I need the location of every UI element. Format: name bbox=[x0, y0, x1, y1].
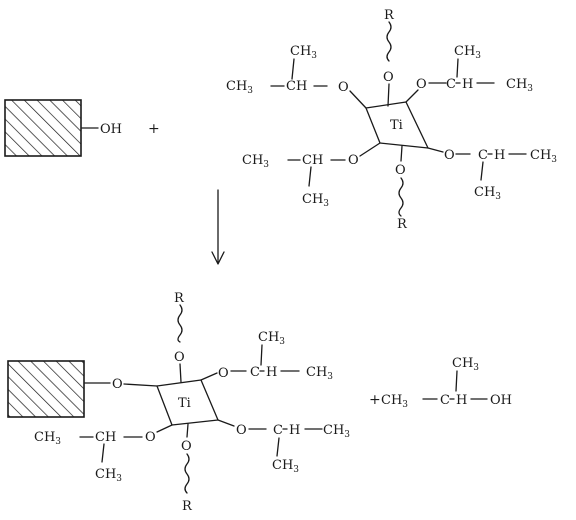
methine-ll: CH bbox=[302, 153, 323, 168]
bond-o-ti-product-top bbox=[179, 363, 182, 383]
bond-ti-o-bottom bbox=[400, 145, 403, 162]
titanium-alkoxide-reactant: Ti R O O R CH3 CH3 CH O O CH3 C H CH3 CH… bbox=[226, 8, 557, 232]
wavy-bond-product-bottom bbox=[184, 453, 190, 494]
bond-ring-o-plr bbox=[217, 419, 235, 427]
substrate-hatching bbox=[5, 100, 81, 156]
oxygen-plr: O bbox=[236, 423, 247, 438]
bond-ti-o-product-bottom bbox=[186, 423, 189, 438]
arrow-head-icon bbox=[211, 251, 225, 265]
bond-ring-o-lr bbox=[427, 147, 444, 153]
methyl-pll-left: CH3 bbox=[34, 430, 61, 447]
methyl-pur-upper: CH3 bbox=[258, 330, 285, 347]
hydrogen-plr: H bbox=[289, 423, 300, 438]
r-group-top: R bbox=[384, 8, 395, 23]
r-group-product-bottom: R bbox=[182, 499, 193, 514]
axial-oxygen-product-top: O bbox=[174, 350, 185, 365]
carbon-ur: C bbox=[446, 77, 456, 92]
methyl-ur-upper: CH3 bbox=[454, 44, 481, 61]
methyl-ur-right: CH3 bbox=[506, 77, 533, 94]
hydrogen-ipa: H bbox=[456, 393, 467, 408]
methyl-ul-left: CH3 bbox=[226, 79, 253, 96]
wavy-bond-product-top bbox=[177, 304, 183, 343]
bond-ul-vertical bbox=[291, 58, 295, 80]
bridging-oxygen: O bbox=[112, 377, 123, 392]
hydroxyl-ipa: OH bbox=[490, 393, 512, 408]
plus-sign-top: + bbox=[148, 121, 160, 137]
titanium-label-bottom: Ti bbox=[178, 396, 191, 411]
methyl-lr-lower: CH3 bbox=[474, 185, 501, 202]
oxygen-ll: O bbox=[348, 153, 359, 168]
hydrogen-pur: H bbox=[266, 365, 277, 380]
oxygen-pll: O bbox=[145, 430, 156, 445]
r-group-bottom: R bbox=[397, 217, 408, 232]
r-group-product-top: R bbox=[174, 291, 185, 306]
axial-oxygen-bottom: O bbox=[395, 163, 406, 178]
carbon-ipa: C bbox=[440, 393, 450, 408]
hydrogen-ur: H bbox=[462, 77, 473, 92]
carbon-plr: C bbox=[273, 423, 283, 438]
wavy-bond-top bbox=[386, 21, 392, 62]
axial-oxygen-product-bottom: O bbox=[181, 439, 192, 454]
bond-ring-o-pur bbox=[200, 372, 218, 381]
methine-pll: CH bbox=[95, 430, 116, 445]
carbon-lr: C bbox=[478, 148, 488, 163]
bond-ipa-vertical bbox=[455, 370, 458, 392]
methyl-lr-right: CH3 bbox=[530, 148, 557, 165]
methyl-plr-lower: CH3 bbox=[272, 458, 299, 475]
oxygen-pur: O bbox=[218, 366, 229, 381]
hydrogen-lr: H bbox=[494, 148, 505, 163]
methyl-plr-right: CH3 bbox=[323, 423, 350, 440]
oxygen-ur: O bbox=[416, 77, 427, 92]
bond-ring-o-ur bbox=[405, 89, 419, 103]
methine-ul: CH bbox=[286, 79, 307, 94]
methyl-pur-right: CH3 bbox=[306, 365, 333, 382]
substrate-hatching-product bbox=[8, 361, 84, 417]
methyl-ipa-upper: CH3 bbox=[452, 356, 479, 373]
bond-o-ti-top bbox=[387, 83, 390, 107]
methyl-ipa-left: CH3 bbox=[381, 393, 408, 410]
surface-hydroxyl-label: OH bbox=[100, 122, 122, 137]
titanium-label-top: Ti bbox=[390, 118, 403, 133]
axial-oxygen-top: O bbox=[383, 70, 394, 85]
grafted-titanium-product: O Ti R O O R O CH3 C H CH3 CH3 CH O CH3 bbox=[7, 291, 350, 514]
bond-ll-vertical bbox=[308, 166, 312, 187]
bond-lr-vertical bbox=[480, 161, 484, 181]
bond-pll-vertical bbox=[101, 443, 105, 463]
bond-o-ring-pll bbox=[156, 424, 173, 433]
carbon-pur: C bbox=[250, 365, 260, 380]
plus-sign-bottom: + bbox=[369, 392, 381, 408]
isopropanol-byproduct: + CH3 C H OH CH3 bbox=[369, 356, 512, 410]
bond-ur-vertical bbox=[456, 58, 459, 78]
methyl-ul-upper: CH3 bbox=[290, 44, 317, 61]
bond-o-ring-product bbox=[123, 383, 158, 387]
reaction-arrow bbox=[211, 189, 225, 265]
methyl-ll-left: CH3 bbox=[242, 153, 269, 170]
bond-pur-vertical bbox=[260, 344, 263, 366]
bond-o-ring-ul bbox=[349, 90, 367, 109]
wavy-bond-bottom bbox=[398, 177, 404, 217]
methyl-ll-lower: CH3 bbox=[302, 192, 329, 209]
bond-plr-vertical bbox=[276, 437, 280, 457]
methyl-pll-lower: CH3 bbox=[95, 467, 122, 484]
oxygen-ul: O bbox=[338, 80, 349, 95]
hydroxylated-surface: OH bbox=[4, 99, 122, 157]
oxygen-lr: O bbox=[444, 148, 455, 163]
bond-o-ring-ll bbox=[359, 142, 381, 157]
